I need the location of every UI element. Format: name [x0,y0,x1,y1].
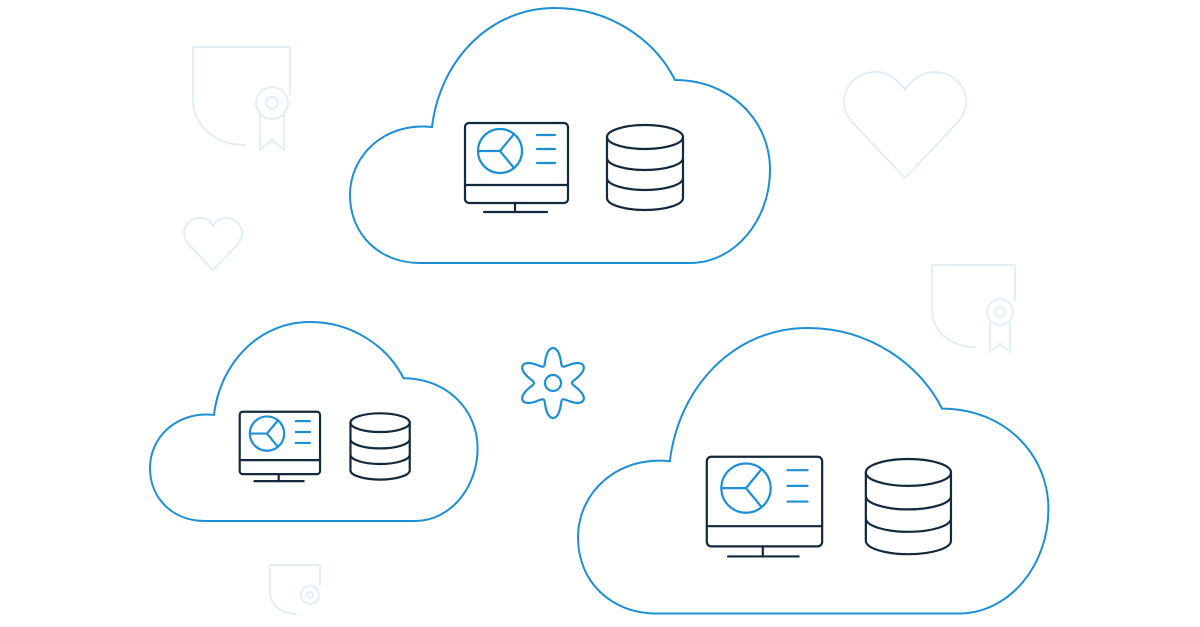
gear-icon [522,348,584,418]
cloud-top [348,6,772,265]
heart-icon [183,217,243,271]
award-shield-icon [269,564,321,615]
award-shield-icon [192,46,291,151]
cloud-bottom-right [576,326,1050,615]
heart-icon [842,71,968,179]
cloud-bottom-left [149,321,479,522]
award-shield-icon [931,264,1016,353]
